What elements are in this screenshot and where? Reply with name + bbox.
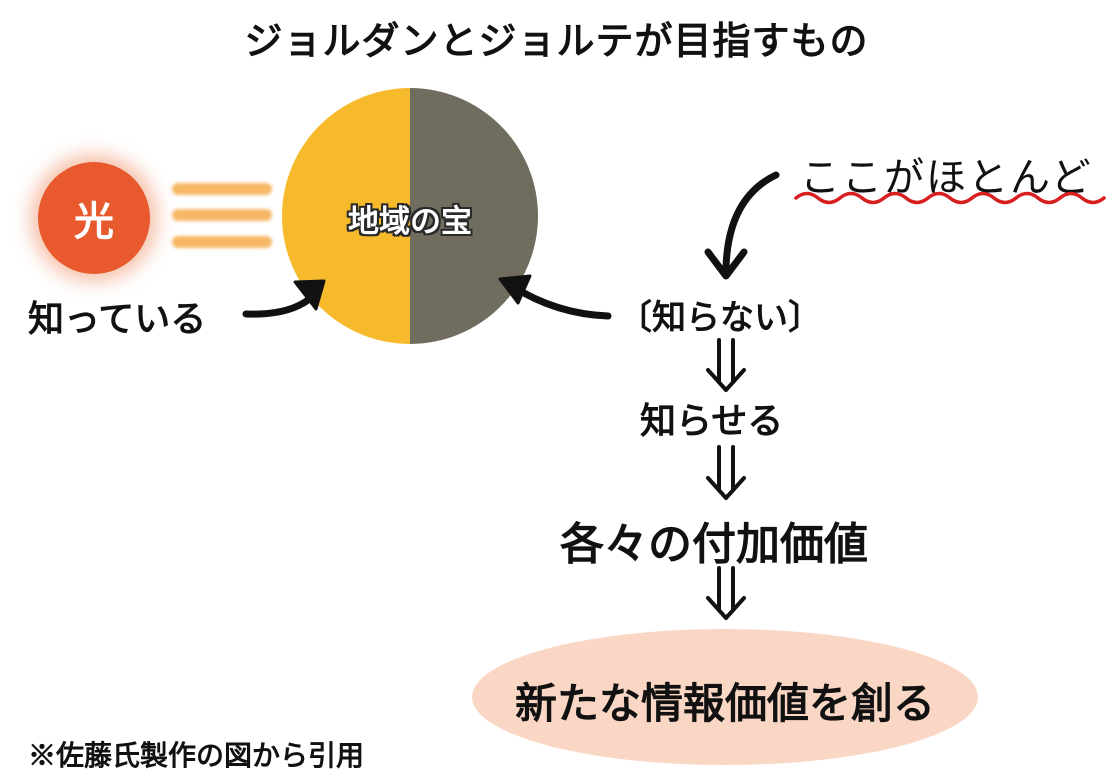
page-title: ジョルダンとジョルテが目指すもの xyxy=(244,19,869,63)
step-inform: 知らせる xyxy=(640,401,784,442)
step-new-value: 新たな情報価値を創る xyxy=(514,679,935,728)
curve-arrow-most-here-head xyxy=(704,248,748,280)
new-value-ellipse xyxy=(472,629,978,765)
unknown-label: 〔知らない〕 xyxy=(618,298,822,338)
step-added-value: 各々の付加価値 xyxy=(560,519,868,570)
light-ray-bottom xyxy=(172,236,272,248)
arrow-known-head xyxy=(293,279,326,311)
light-orb: 光 xyxy=(38,162,150,274)
curve-arrow-most-here xyxy=(722,171,780,272)
arrow-unknown-head xyxy=(498,274,532,305)
light-ray-middle xyxy=(172,209,272,221)
double-arrow-3 xyxy=(706,566,746,620)
double-arrow-2 xyxy=(706,445,746,500)
globe-label: 地域の宝 xyxy=(348,204,472,240)
double-arrow-1 xyxy=(706,338,746,392)
wavy-underline xyxy=(794,191,1106,205)
footnote: ※佐藤氏製作の図から引用 xyxy=(28,739,365,772)
known-label: 知っている xyxy=(28,299,207,340)
light-orb-label: 光 xyxy=(74,199,114,245)
arrow-unknown-to-globe xyxy=(508,282,612,320)
light-ray-top xyxy=(172,183,272,195)
regional-treasure-globe xyxy=(282,88,538,344)
